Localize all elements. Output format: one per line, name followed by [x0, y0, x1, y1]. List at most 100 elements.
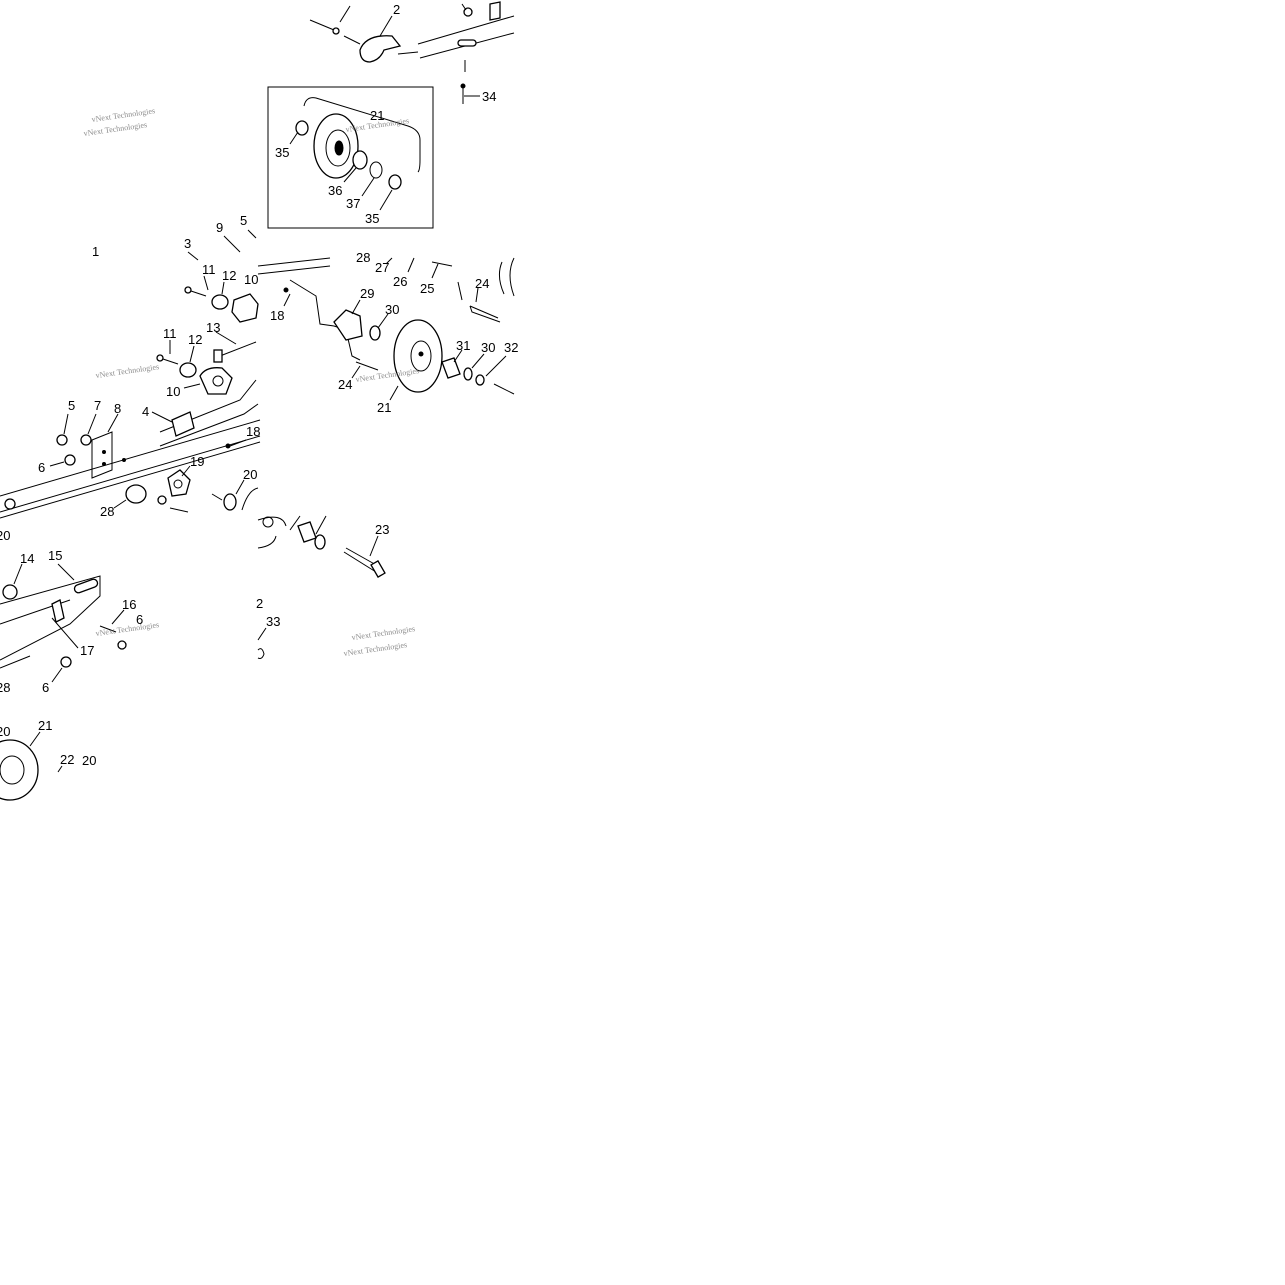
wheel-edge	[257, 516, 287, 549]
leader-line	[215, 331, 237, 345]
clip-part-33	[257, 648, 265, 659]
tile-top-left: 2 34 21 35 36 37 35 vNext Technologies v…	[83, 1, 515, 229]
bolt-shaft	[309, 19, 335, 31]
callout-3: 3	[184, 236, 191, 251]
callout-20: 20	[243, 467, 257, 482]
wheel-edge	[241, 487, 259, 511]
callout-12: 12	[188, 332, 202, 347]
callout-21: 21	[377, 400, 391, 415]
leader-line	[189, 345, 195, 363]
callout-6: 6	[42, 680, 49, 695]
leader-line	[475, 287, 479, 303]
callout-28: 28	[356, 250, 370, 265]
bumper-part-2	[359, 35, 402, 63]
tile-bottom-left: 20 14 15 17 16 6 6 28 21 20 22 20 vNext …	[0, 528, 160, 801]
leader-line	[453, 349, 463, 363]
leader-line	[223, 235, 241, 253]
wheel-bore	[334, 140, 344, 156]
leader-line	[485, 355, 507, 377]
bolt-part-23	[345, 547, 379, 567]
bolt-part-16	[99, 625, 117, 633]
leader-line	[51, 617, 79, 649]
leader-line	[229, 439, 247, 447]
bracket-part-29	[333, 309, 363, 341]
leader-line	[389, 385, 399, 401]
rail-section	[257, 257, 331, 275]
callout-35: 35	[275, 145, 289, 160]
callout-24: 24	[475, 276, 489, 291]
leader-line	[361, 177, 375, 197]
leader-line	[289, 131, 299, 145]
leader-line	[257, 627, 267, 641]
leader-line	[397, 51, 419, 55]
tile-bottom-middle: 23 2 33 vNext Technologies vNext Technol…	[256, 515, 416, 659]
callout-23: 23	[375, 522, 389, 537]
callout-20: 20	[0, 528, 10, 543]
pivot-bore	[173, 479, 183, 489]
leader-line	[181, 465, 191, 477]
leader-line	[377, 313, 389, 329]
leader-line	[51, 667, 63, 683]
nut-part-14	[2, 584, 18, 600]
leader-line	[351, 365, 361, 379]
callout-31: 31	[456, 338, 470, 353]
leader-line	[369, 535, 379, 557]
callout-21: 21	[370, 108, 384, 123]
callout-6: 6	[38, 460, 45, 475]
spacer-part	[297, 521, 317, 543]
leader-line	[461, 3, 467, 11]
callout-17: 17	[80, 643, 94, 658]
callout-9: 9	[216, 220, 223, 235]
leader-line	[111, 609, 125, 625]
callout-27: 27	[375, 260, 389, 275]
leader-line	[283, 293, 291, 307]
washer-part	[314, 534, 326, 550]
leader-line	[49, 461, 65, 467]
callout-2: 2	[256, 596, 263, 611]
wheel-edge	[498, 257, 515, 297]
bolt-head	[332, 27, 340, 35]
nut-part-5	[56, 434, 68, 446]
leader-line	[431, 263, 439, 279]
callout-5: 5	[240, 213, 247, 228]
leader-line	[151, 411, 173, 423]
leader-line	[29, 731, 41, 747]
callout-20: 20	[82, 753, 96, 768]
pivot-part-19	[167, 469, 191, 497]
callout-18: 18	[246, 424, 260, 439]
leader-line	[343, 167, 357, 183]
leader-line	[343, 35, 361, 45]
callout-33: 33	[266, 614, 280, 629]
leader-line	[87, 413, 97, 435]
callout-21: 21	[38, 718, 52, 733]
callout-4: 4	[142, 404, 149, 419]
bolt-thread	[469, 305, 501, 323]
callout-26: 26	[393, 274, 407, 289]
idler-wheel-hub	[410, 340, 432, 372]
callout-18: 18	[270, 308, 284, 323]
block-part-10	[231, 293, 259, 323]
nut-part	[4, 498, 16, 510]
rail-main-body	[0, 419, 261, 519]
callout-15: 15	[48, 548, 62, 563]
leader-line	[351, 299, 361, 315]
leader-line	[63, 413, 69, 435]
callout-32: 32	[504, 340, 518, 355]
spacer-part-28	[125, 484, 147, 504]
wheel-hub	[0, 755, 25, 785]
leader-line	[471, 353, 485, 369]
leader-line	[289, 515, 301, 531]
leader-line	[107, 413, 119, 433]
pin-part-18	[283, 287, 289, 293]
rail-top-segment	[417, 15, 515, 59]
bushing-part-12	[211, 294, 229, 310]
inset-box-wheel-assembly	[267, 86, 434, 229]
washer-small	[157, 495, 167, 505]
callout-6: 6	[136, 612, 143, 627]
callout-35: 35	[365, 211, 379, 226]
callout-11: 11	[202, 262, 216, 277]
callout-14: 14	[20, 551, 34, 566]
assembly-bracket	[303, 97, 421, 173]
assembly-connector	[289, 279, 361, 361]
